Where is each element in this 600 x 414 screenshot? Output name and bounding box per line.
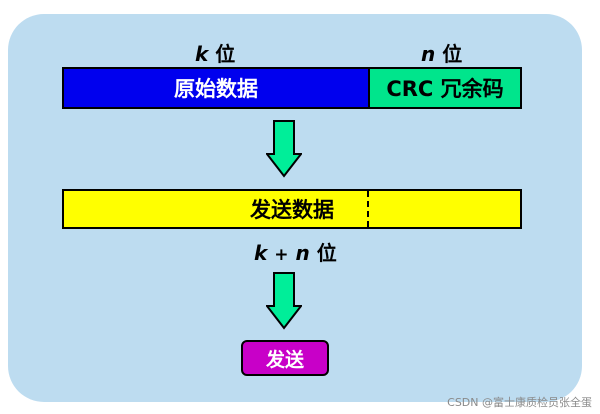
k-variable: k: [195, 42, 209, 66]
original-data-label: 原始数据: [174, 77, 258, 101]
send-data-frame: 发送数据: [62, 189, 522, 229]
kn-plus-sign: +: [274, 245, 289, 265]
frame-divider-dashed: [367, 191, 369, 227]
n-bits-label: n 位: [421, 38, 462, 67]
crc-redundancy-label: CRC 冗余码: [386, 77, 504, 101]
k-bits-label: k 位: [195, 38, 235, 67]
n-unit: 位: [442, 42, 463, 66]
kn-n-variable: n: [295, 241, 310, 265]
down-arrow-icon: [266, 120, 302, 178]
k-unit: 位: [215, 42, 236, 66]
k-plus-n-bits-label: k + n 位: [254, 237, 337, 266]
watermark: CSDN @富士康质检员张全蛋: [447, 396, 592, 409]
kn-k-variable: k: [254, 241, 268, 265]
send-button[interactable]: 发送: [241, 340, 329, 376]
send-button-label: 发送: [265, 348, 304, 371]
down-arrow-icon: [266, 272, 302, 330]
original-data-block: 原始数据: [62, 67, 370, 109]
send-data-label: 发送数据: [250, 198, 334, 222]
n-variable: n: [421, 42, 436, 66]
crc-redundancy-block: CRC 冗余码: [368, 67, 522, 109]
kn-unit: 位: [316, 241, 337, 265]
